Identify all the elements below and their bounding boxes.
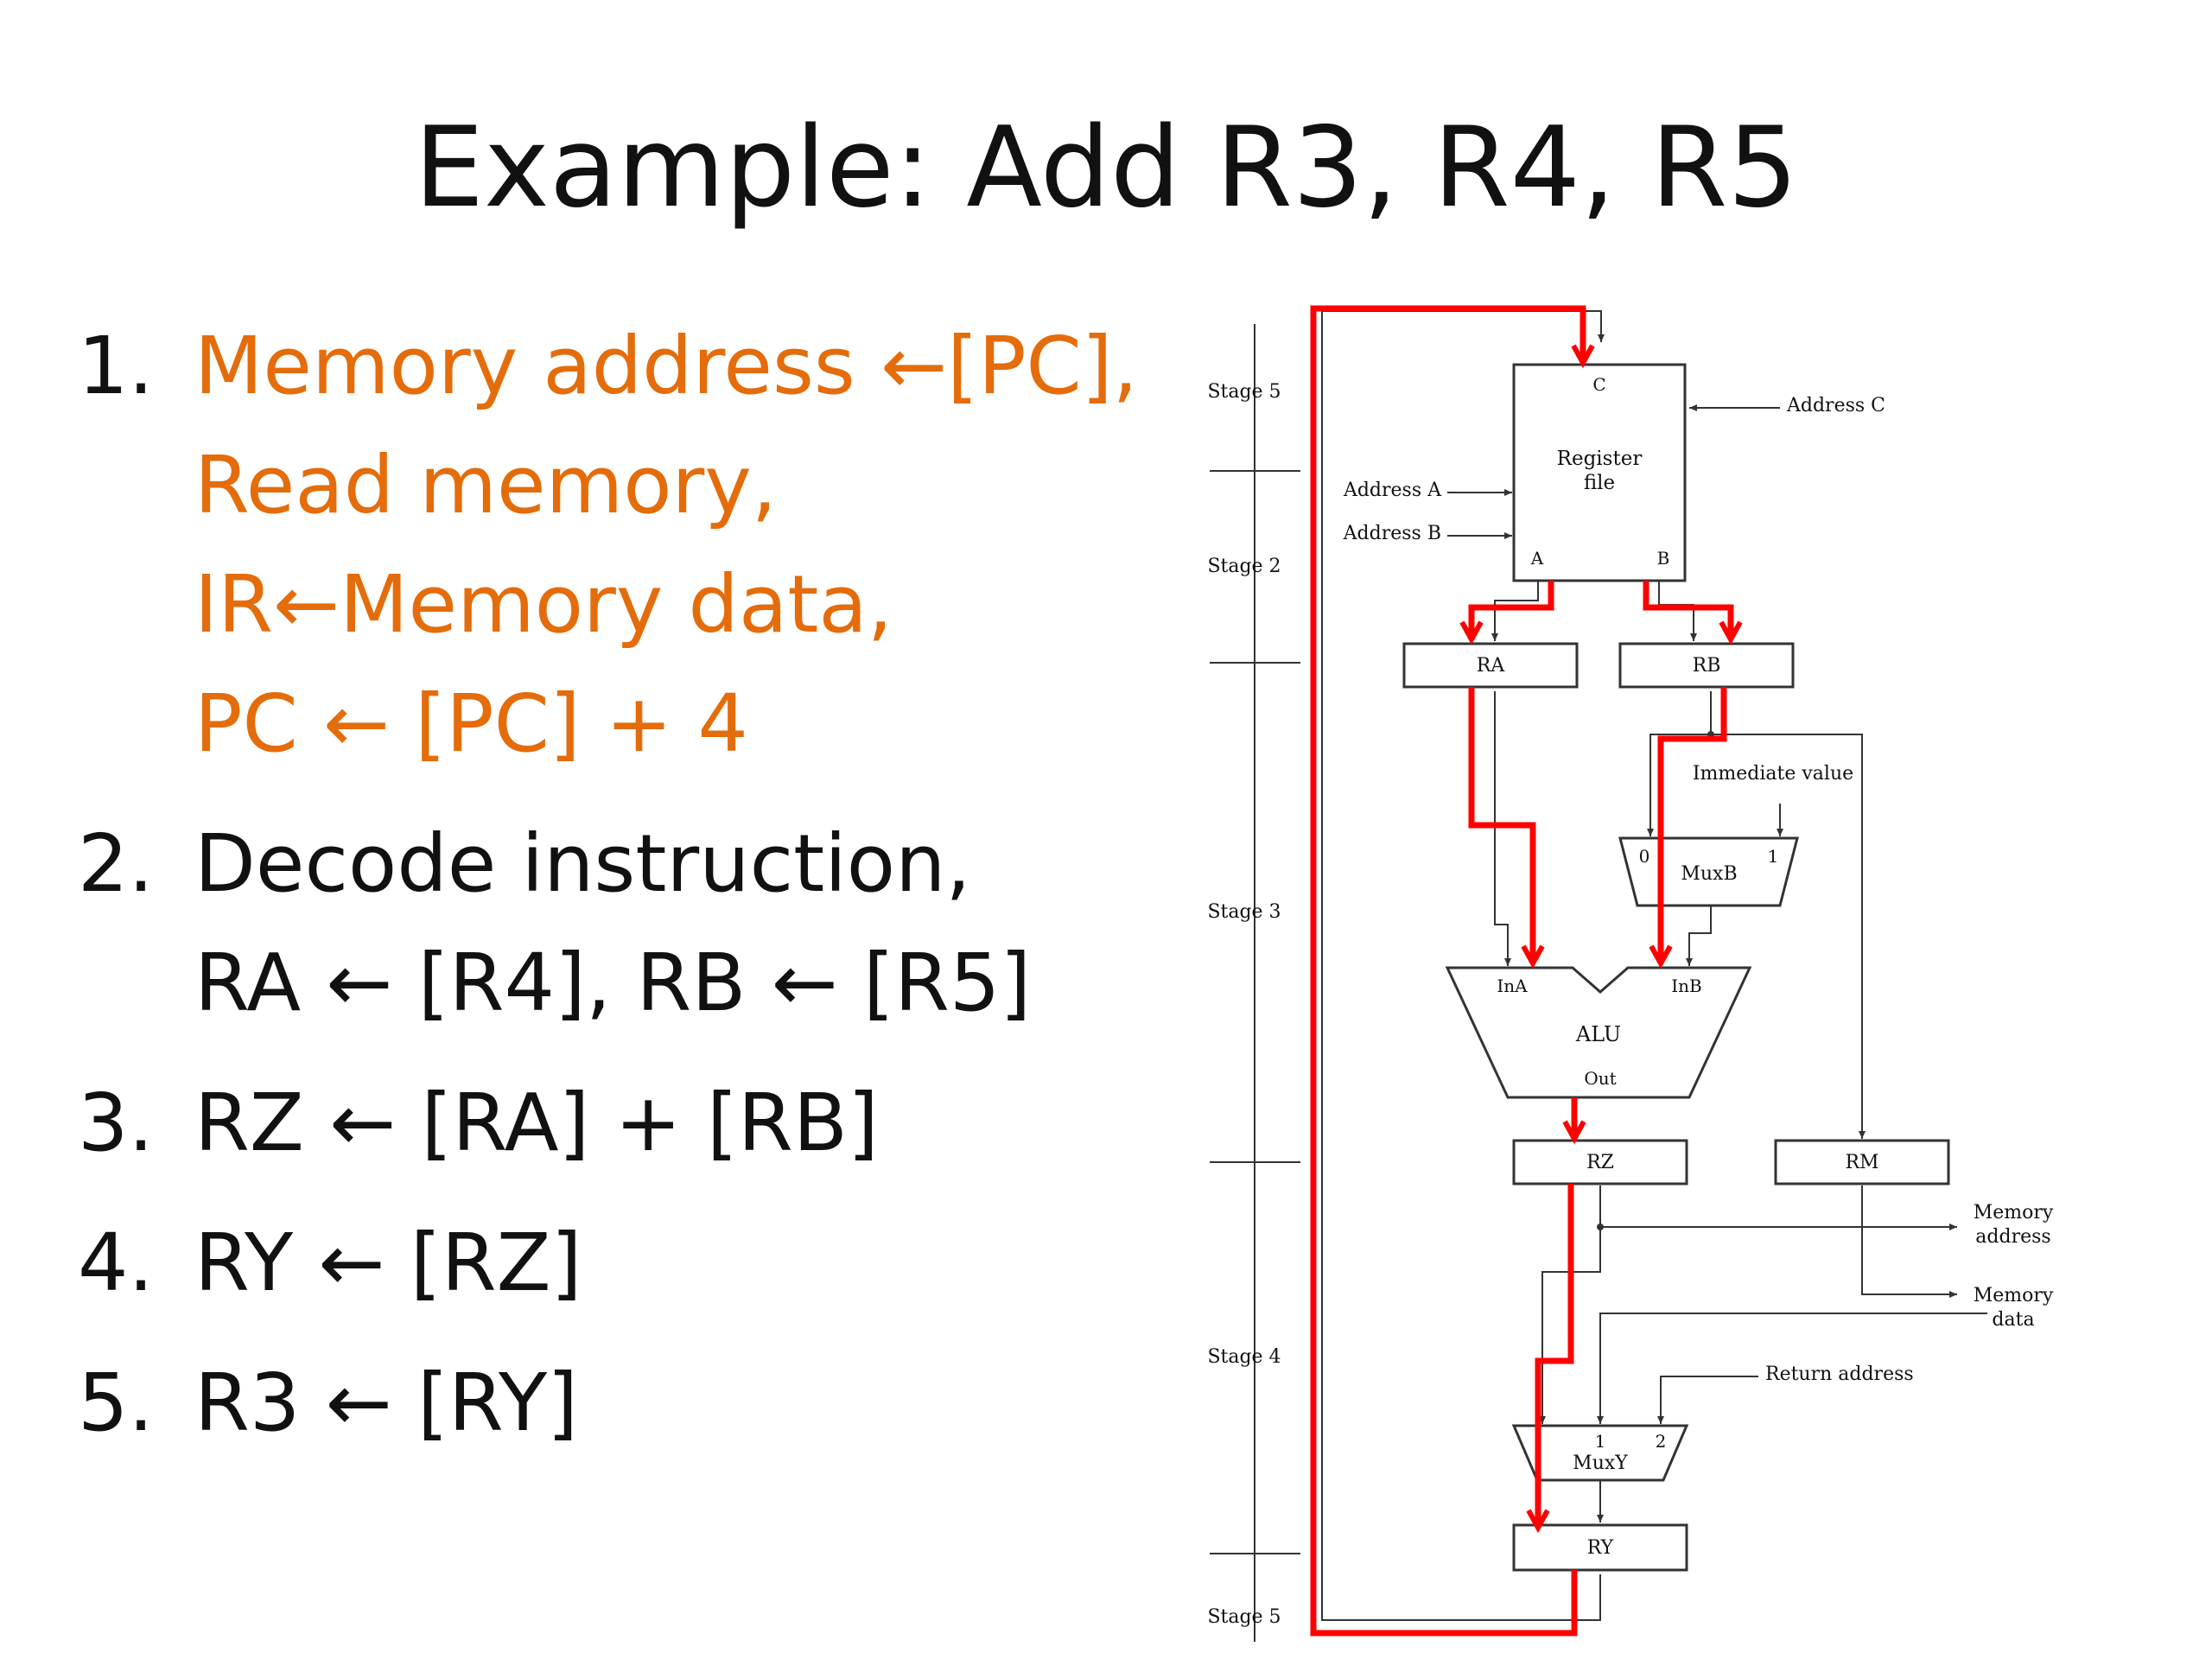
step-2: 2. Decode instruction, RA ← [R4], RB ← [… — [78, 804, 1201, 1043]
step-line: Decode instruction, — [194, 817, 971, 910]
step-number: 2. — [78, 817, 154, 910]
register-label: RY — [1587, 1537, 1614, 1559]
stage-label: Stage 3 — [1207, 901, 1281, 923]
alu-input-label: InA — [1497, 976, 1528, 996]
register-file: Register file C A B — [1512, 363, 1687, 582]
alu: ALU InA InB Out — [1445, 966, 1752, 1099]
junction-dot — [1597, 1224, 1604, 1230]
port-b-label: B — [1657, 548, 1670, 569]
step-4: 4. RY ← [RZ] — [78, 1204, 1201, 1323]
step-list: 1. Memory address ←[PC], Read memory, IR… — [78, 307, 1201, 1484]
address-a-label: Address A — [1343, 480, 1442, 501]
port-a-label: A — [1530, 548, 1544, 569]
datapath-diagram: Stage 5 Stage 2 Stage 3 Stage 4 Stage 5 — [1207, 305, 2054, 1642]
active-path — [1310, 305, 1731, 1637]
address-c-label: Address C — [1786, 395, 1885, 416]
mux-label: MuxB — [1681, 863, 1737, 885]
stage-timeline — [1210, 324, 1300, 1642]
step-line: R3 ← [RY] — [194, 1357, 579, 1449]
register-rb: RB — [1618, 642, 1795, 689]
step-line: RY ← [RZ] — [194, 1217, 582, 1309]
mux-y: MuxY 1 2 — [1511, 1424, 1689, 1482]
port-c-label: C — [1592, 374, 1605, 395]
register-label: RA — [1477, 655, 1506, 677]
memory-data-label: data — [1992, 1309, 2034, 1331]
register-label: RM — [1845, 1152, 1878, 1173]
register-file-label: file — [1584, 472, 1615, 494]
register-file-label: Register — [1557, 448, 1643, 470]
alu-input-label: InB — [1671, 976, 1701, 996]
register-ra: RA — [1402, 642, 1579, 689]
register-label: RB — [1693, 655, 1721, 677]
mux-input-label: 2 — [1656, 1431, 1667, 1452]
step-1: 1. Memory address ←[PC], Read memory, IR… — [78, 307, 1201, 784]
mux-input-label: 1 — [1768, 846, 1779, 867]
datapath-wires — [1321, 310, 1987, 1621]
mux-label: MuxY — [1573, 1452, 1628, 1474]
return-address-label: Return address — [1765, 1363, 1914, 1385]
register-ry: RY — [1512, 1523, 1688, 1572]
step-line: IR←Memory data, — [194, 558, 893, 651]
immediate-value-label: Immediate value — [1693, 763, 1853, 785]
register-rz: RZ — [1512, 1139, 1688, 1185]
stage-label: Stage 5 — [1207, 1606, 1281, 1628]
stage-label: Stage 5 — [1207, 381, 1281, 403]
step-line: PC ← [PC] + 4 — [194, 677, 748, 770]
address-b-label: Address B — [1343, 523, 1441, 544]
step-line: RZ ← [RA] + [RB] — [194, 1077, 879, 1169]
step-line: Memory address ←[PC], — [194, 320, 1138, 412]
mux-b: MuxB 0 1 — [1618, 836, 1799, 907]
step-line: Read memory, — [194, 439, 778, 531]
alu-label: ALU — [1575, 1022, 1621, 1046]
memory-data-label: Memory — [1974, 1285, 2054, 1306]
step-number: 1. — [78, 320, 154, 412]
mux-input-label: 1 — [1595, 1431, 1606, 1452]
memory-address-label: address — [1975, 1226, 2050, 1248]
step-number: 3. — [78, 1077, 154, 1169]
register-label: RZ — [1586, 1152, 1614, 1173]
step-number: 4. — [78, 1217, 154, 1309]
slide-title: Example: Add R3, R4, R5 — [414, 104, 1798, 232]
memory-address-label: Memory — [1974, 1202, 2054, 1224]
step-5: 5. R3 ← [RY] — [78, 1344, 1201, 1463]
stage-label: Stage 4 — [1207, 1346, 1281, 1368]
alu-output-label: Out — [1584, 1068, 1616, 1089]
step-3: 3. RZ ← [RA] + [RB] — [78, 1064, 1201, 1183]
step-line: RA ← [R4], RB ← [R5] — [194, 937, 1032, 1029]
mux-input-label: 0 — [1639, 846, 1650, 867]
stage-label: Stage 2 — [1207, 556, 1281, 577]
step-number: 5. — [78, 1357, 154, 1449]
register-rm: RM — [1774, 1139, 1950, 1185]
